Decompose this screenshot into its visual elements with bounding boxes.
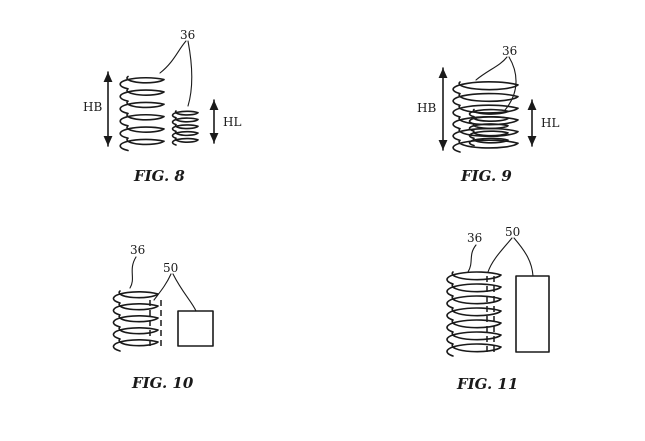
figure-caption: FIG. 10: [131, 374, 194, 392]
leader-line: [504, 56, 517, 111]
reference-numeral-36: 36: [130, 243, 145, 257]
figure-caption: FIG. 11: [456, 375, 518, 393]
reference-numeral-36: 36: [180, 28, 195, 42]
height-little-label: HL: [223, 115, 241, 129]
inner-coil: [468, 108, 509, 147]
height-big-label: HB: [417, 101, 436, 115]
coil: [446, 271, 502, 357]
figure-caption: FIG. 8: [133, 167, 185, 185]
figure-10: 36 50 FIG. 10: [112, 243, 214, 392]
height-big-label: HB: [83, 100, 102, 114]
leader-line: [513, 237, 534, 277]
coil-winding: [171, 110, 199, 146]
reference-numeral-36: 36: [467, 231, 482, 245]
coil-winding: [446, 271, 502, 357]
leader-line: [153, 273, 172, 301]
reference-numeral-36: 36: [502, 44, 517, 58]
leader-line: [129, 256, 137, 289]
leader-line: [467, 244, 477, 273]
coil-winding: [112, 290, 159, 352]
height-little-label: HL: [541, 116, 559, 130]
short-coil: [171, 110, 199, 146]
tall-coil: [119, 75, 165, 152]
leader-line: [475, 56, 508, 81]
reference-numeral-50: 50: [505, 225, 520, 239]
leader-line: [172, 273, 197, 312]
coil: [112, 290, 159, 352]
figure-11: 36 50 FIG. 11: [446, 225, 550, 393]
leader-line: [487, 237, 513, 273]
reference-numeral-50: 50: [163, 261, 178, 275]
coil-winding: [119, 75, 165, 152]
ferrite-block: [177, 310, 214, 347]
figure-8: HB HL 36 FIG. 8: [83, 28, 241, 185]
figure-9: HB HL 36 FIG. 9: [417, 44, 559, 185]
leader-line: [187, 40, 193, 107]
ferrite-block: [515, 275, 550, 353]
leader-line: [159, 40, 187, 74]
coil-winding: [468, 108, 509, 147]
figure-caption: FIG. 9: [460, 167, 512, 185]
